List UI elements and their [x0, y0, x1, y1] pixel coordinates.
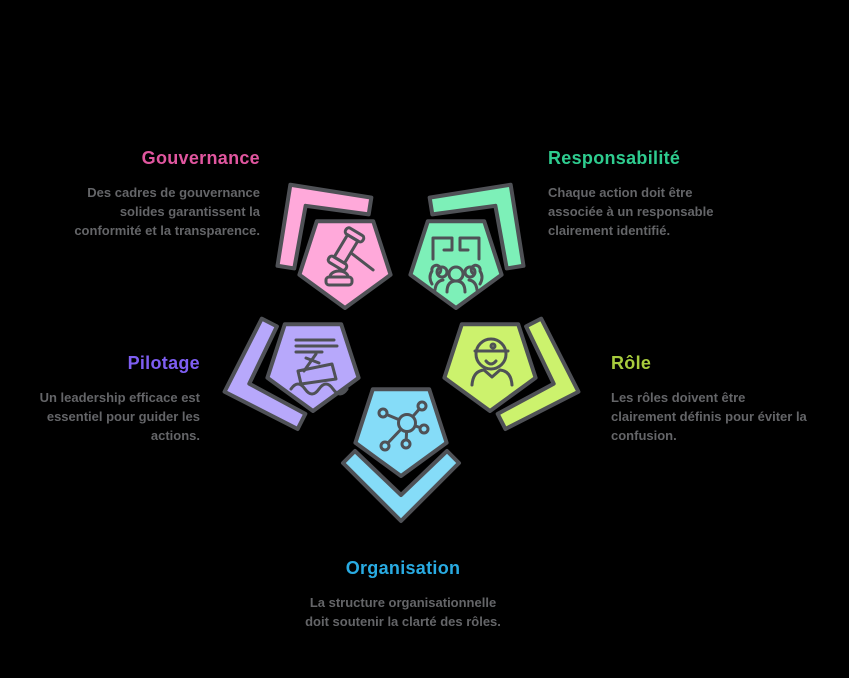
desc-line: clairement définis pour éviter la	[611, 409, 807, 424]
desc-line: clairement identifié.	[548, 223, 671, 238]
worker-icon	[470, 337, 514, 387]
desc-line: confusion.	[611, 428, 677, 443]
sinking-ship-icon	[289, 338, 349, 396]
team-icon	[428, 236, 484, 294]
role-description: Les rôles doivent être clairement défini…	[611, 388, 849, 445]
pilotage-text-block: Pilotage Un leadership efficace est esse…	[0, 353, 200, 445]
organisation-description: La structure organisationnelle doit sout…	[258, 593, 548, 631]
unit-gouvernance	[275, 182, 393, 310]
gouvernance-chevron	[275, 182, 374, 271]
desc-line: conformité et la transparence.	[74, 223, 260, 238]
organisation-text-block: Organisation La structure organisationne…	[258, 558, 548, 631]
organisation-chevron	[341, 449, 461, 523]
responsabilite-text-block: Responsabilité Chaque action doit être a…	[548, 148, 798, 240]
desc-line: La structure organisationnelle	[309, 595, 497, 610]
gouvernance-description: Des cadres de gouvernance solides garant…	[30, 183, 260, 240]
responsabilite-chevron	[427, 182, 526, 271]
desc-line: Des cadres de gouvernance	[87, 185, 260, 200]
role-title: Rôle	[611, 353, 652, 373]
desc-line: doit soutenir la clarté des rôles.	[305, 614, 501, 629]
unit-pilotage	[222, 316, 361, 431]
gouvernance-text-block: Gouvernance Des cadres de gouvernance so…	[30, 148, 260, 240]
pilotage-chevron	[222, 316, 308, 431]
desc-line: Chaque action doit être	[548, 185, 693, 200]
desc-line: actions.	[150, 428, 200, 443]
gavel-icon	[324, 226, 375, 287]
desc-line: Les rôles doivent être	[611, 390, 746, 405]
pilotage-description: Un leadership efficace est essentiel pou…	[0, 388, 200, 445]
responsabilite-pentagon	[408, 219, 504, 310]
desc-line: essentiel pour guider les	[46, 409, 200, 424]
organisation-title: Organisation	[345, 558, 461, 578]
pilotage-title: Pilotage	[127, 353, 200, 373]
desc-line: Un leadership efficace est	[39, 390, 200, 405]
role-chevron	[495, 316, 581, 431]
unit-role	[442, 316, 581, 431]
responsabilite-title: Responsabilité	[548, 148, 681, 168]
responsabilite-description: Chaque action doit être associée à un re…	[548, 183, 798, 240]
unit-organisation	[341, 387, 461, 523]
desc-line: associée à un responsable	[548, 204, 714, 219]
role-text-block: Rôle Les rôles doivent être clairement d…	[611, 353, 849, 445]
gouvernance-title: Gouvernance	[141, 148, 260, 168]
desc-line: solides garantissent la	[119, 204, 260, 219]
unit-responsabilite	[408, 182, 526, 310]
network-hub-icon	[377, 400, 430, 452]
